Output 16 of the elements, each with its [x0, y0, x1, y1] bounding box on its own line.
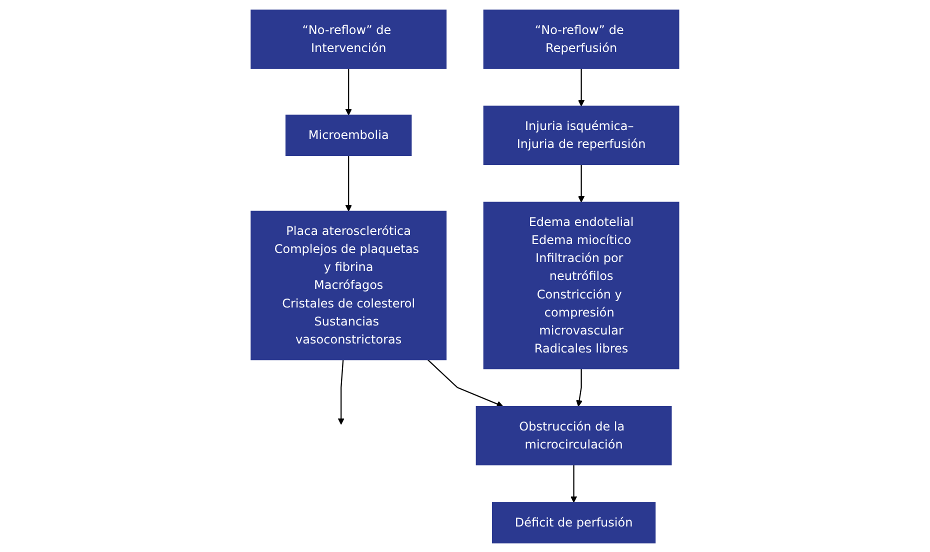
arrow — [570, 464, 578, 502]
node-box: Microembolia — [286, 114, 412, 156]
arrow — [427, 358, 504, 407]
arrow — [576, 368, 583, 406]
node-box: Déficit de perfusión — [492, 502, 656, 543]
node-box: Obstrucción de la microcirculación — [476, 405, 672, 465]
arrow — [345, 68, 352, 115]
node-box: “No-reflow” de Reperfusión — [483, 9, 680, 68]
node-box: Injuria isquémica– Injuria de reperfusión — [483, 105, 680, 165]
node-box: “No-reflow” de Intervención — [250, 9, 447, 68]
arrow — [345, 155, 352, 211]
arrow — [578, 68, 585, 106]
node-box: Placa aterosclerótica Complejos de plaquetas y fibrina Macrófagos Cristales de colesterol Sustancias vasoconstrictoras — [250, 210, 447, 360]
node-box: Edema endotelial Edema miocítico Infiltración por neutrófilos Constricción y compresión microvascular Radicales libres — [483, 201, 680, 369]
arrow — [578, 164, 585, 202]
arrow — [338, 359, 344, 424]
